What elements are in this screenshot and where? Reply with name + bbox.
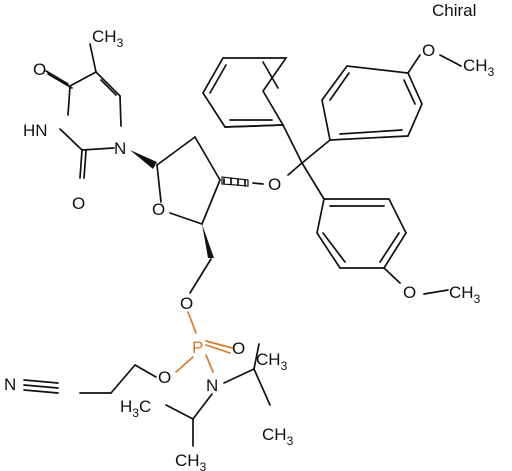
oxygen-trityl-ether-label: O bbox=[268, 175, 281, 194]
methyl-right-label: CH3 bbox=[256, 350, 288, 373]
trityl-group bbox=[202, 54, 462, 295]
methyl-methoxy-bottom-label: CH3 bbox=[449, 283, 481, 306]
oxygen-furanose-label: O bbox=[152, 200, 165, 219]
methyl-left-label: H3C bbox=[120, 397, 151, 420]
oxygen-methoxy-bottom-label: O bbox=[403, 283, 416, 302]
nitrogen-ring-label: N bbox=[114, 139, 126, 158]
oxygen-carbonyl-top-label: O bbox=[33, 60, 46, 79]
oxygen-cyanoethyl-label: O bbox=[158, 368, 171, 387]
oxygen-phosphoryl-label: O bbox=[232, 339, 245, 358]
nitrogen-amine-label: N bbox=[206, 376, 218, 395]
phosphorus-label: P bbox=[192, 338, 203, 357]
hash-bond-c3-o bbox=[221, 176, 249, 187]
wedge-bond-c4-c5 bbox=[202, 224, 214, 258]
deoxyribose-ring bbox=[130, 136, 264, 294]
methyl-bottom-right-label: CH3 bbox=[262, 425, 294, 448]
chiral-label: Chiral bbox=[432, 1, 476, 20]
oxygen-methoxy-top-label: O bbox=[422, 41, 435, 60]
phosphoramidite-group bbox=[23, 311, 271, 447]
oxygen-5prime-label: O bbox=[180, 294, 193, 313]
methyl-bottom-left-label: CH3 bbox=[175, 451, 207, 471]
nh-label: HN bbox=[23, 121, 48, 140]
wedge-bond-n-c1 bbox=[130, 150, 157, 169]
oxygen-carbonyl-bottom-label: O bbox=[72, 194, 85, 213]
methyl-methoxy-top-label: CH3 bbox=[463, 56, 495, 79]
nitrogen-nitrile-label: N bbox=[4, 375, 16, 394]
thymine-ring bbox=[45, 43, 122, 179]
methyl-top-label: CH3 bbox=[92, 27, 124, 50]
